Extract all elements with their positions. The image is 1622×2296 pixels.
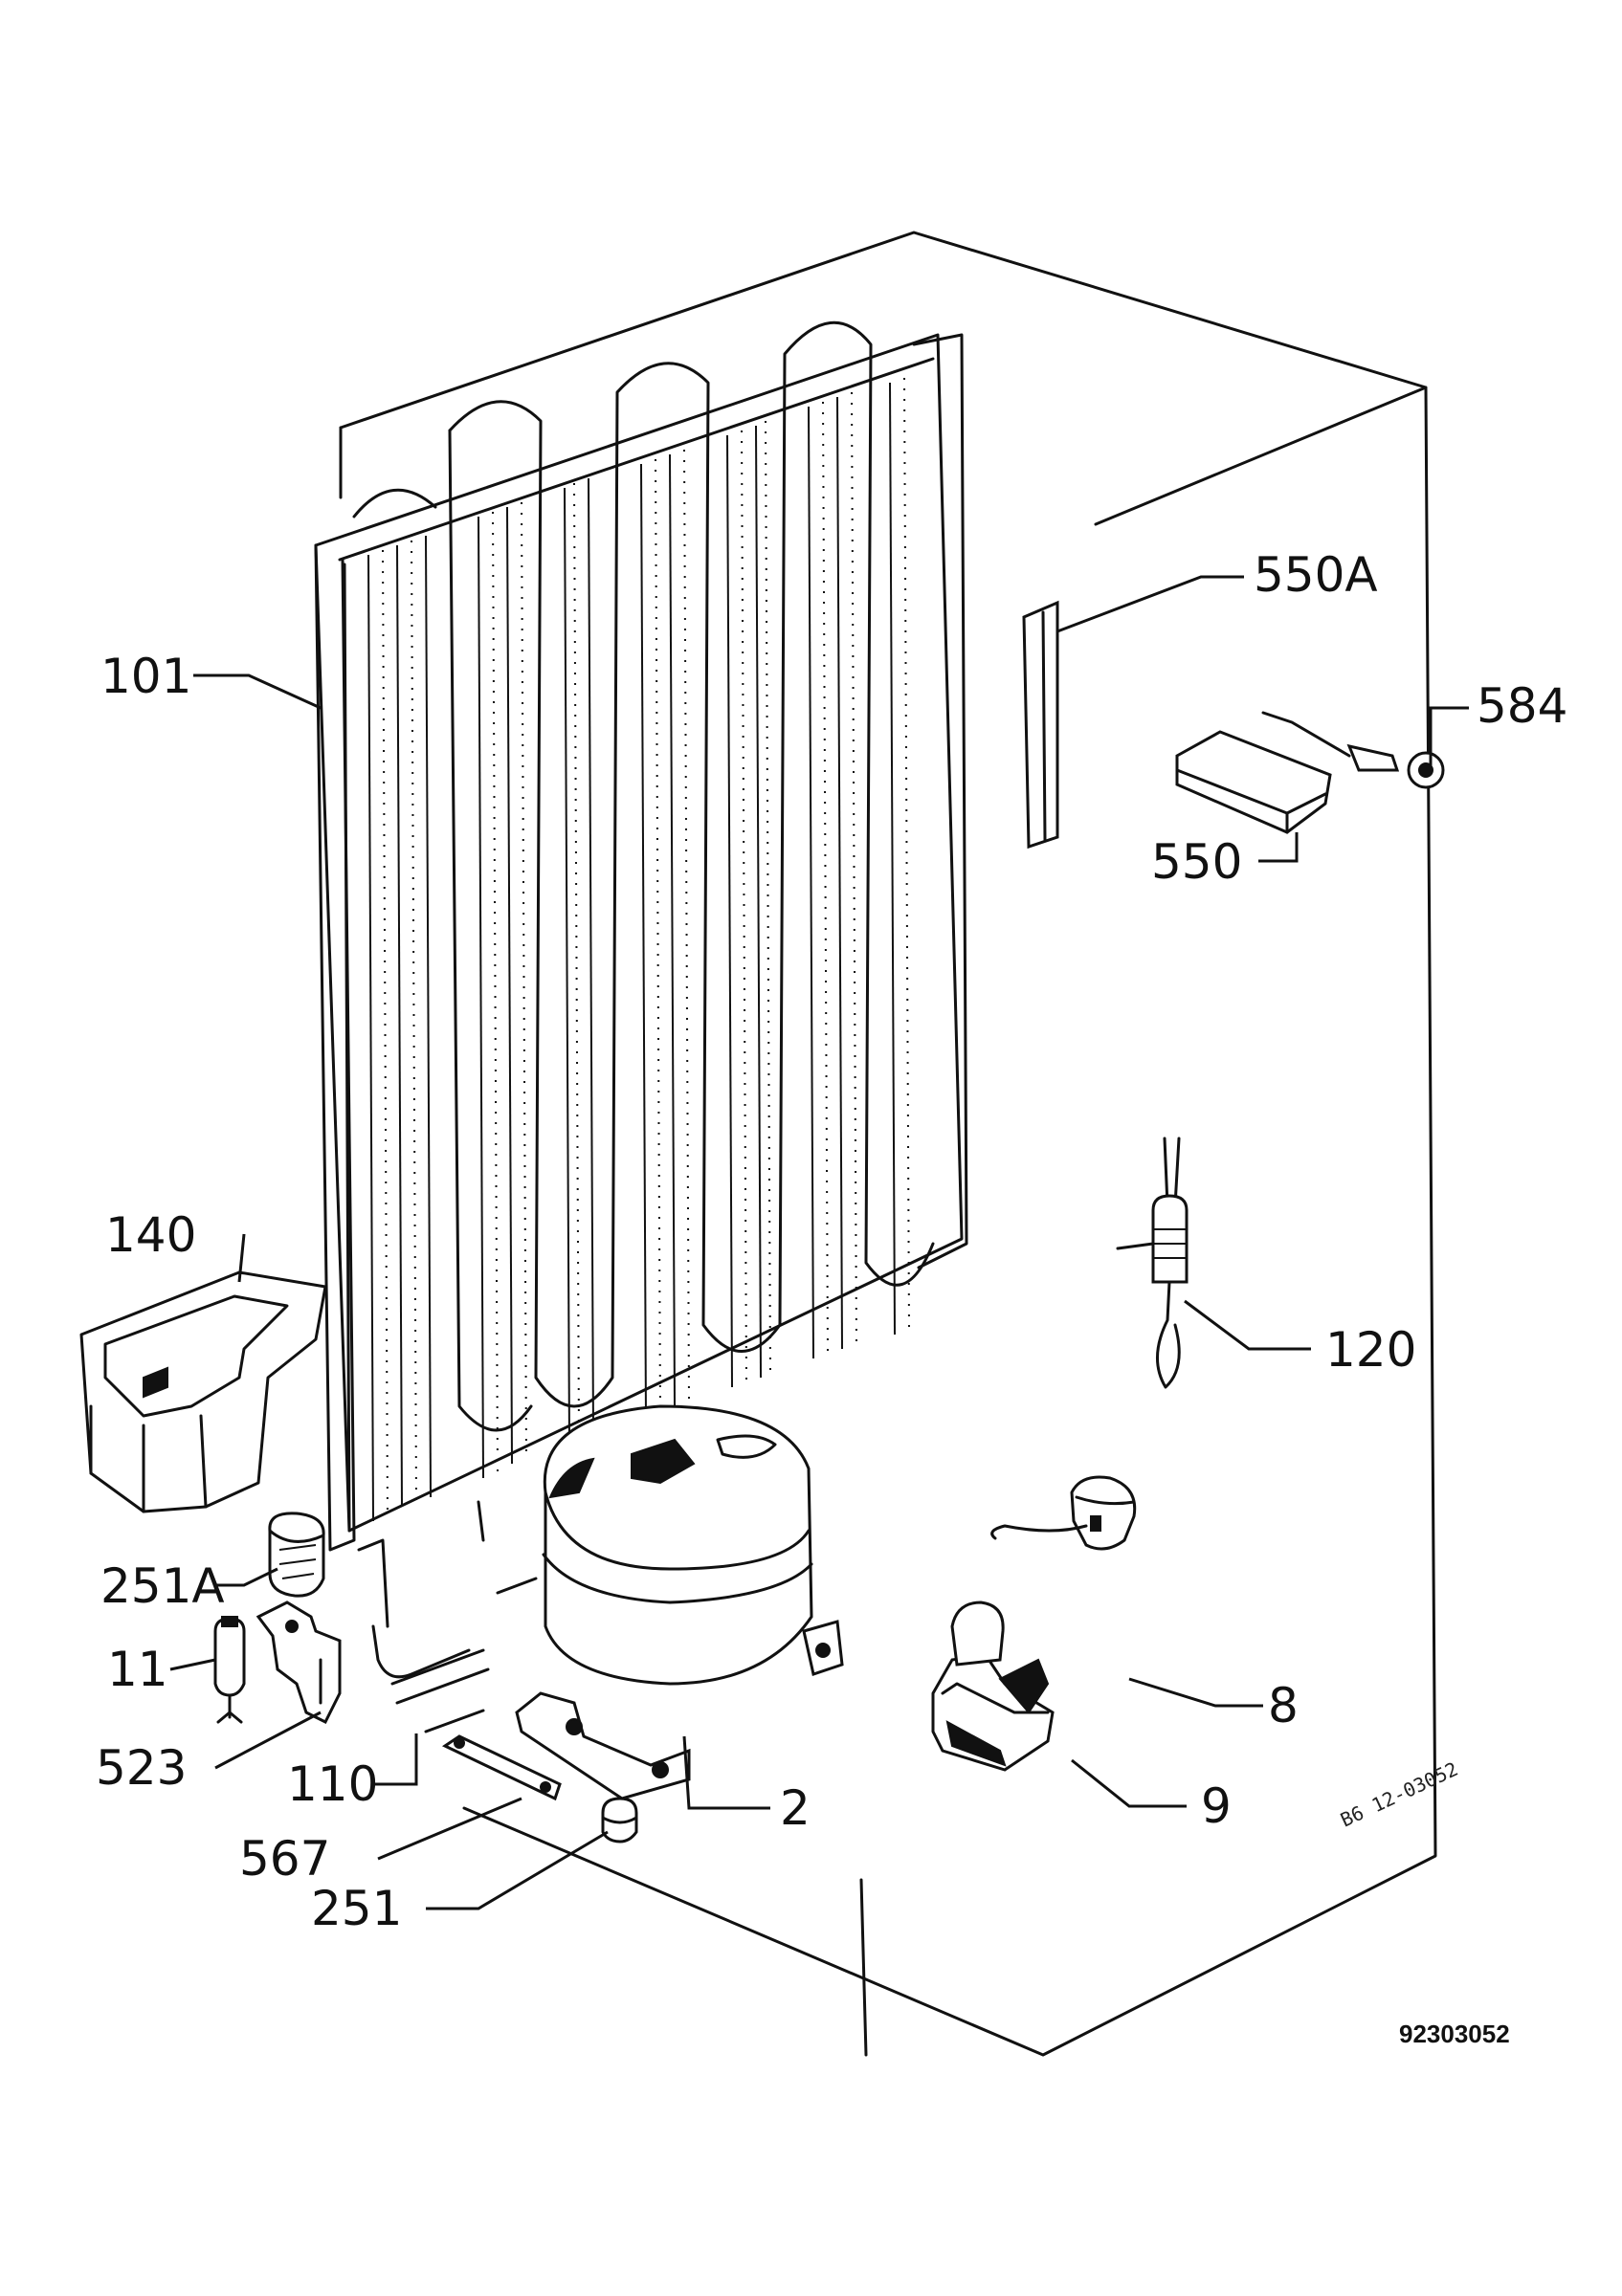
- thermal-protector-8: [990, 1475, 1137, 1551]
- leader-140: [237, 1233, 246, 1283]
- drawing-number: 92303052: [1399, 2020, 1510, 2048]
- compressor-2: [515, 1404, 844, 1800]
- bracket-523: [256, 1601, 342, 1725]
- lamp-584: [1261, 711, 1445, 789]
- grommet-251: [601, 1797, 638, 1843]
- strip-550A: [1022, 600, 1059, 850]
- leader-101: [193, 673, 322, 710]
- part-label-550A: 550A: [1254, 547, 1378, 603]
- part-labels: 101 550A 584 550 140 120 251A 11 8 523 1…: [96, 547, 1567, 1936]
- leader-251A: [215, 1567, 278, 1587]
- leader-584: [1429, 706, 1469, 765]
- leader-110: [373, 1733, 418, 1786]
- leader-9: [1071, 1758, 1187, 1808]
- part-label-251: 251: [311, 1881, 402, 1936]
- plate-567: [441, 1734, 562, 1801]
- part-label-251A: 251A: [100, 1558, 225, 1614]
- part-label-8: 8: [1268, 1678, 1299, 1733]
- part-label-550: 550: [1151, 834, 1242, 890]
- part-label-11: 11: [107, 1642, 168, 1697]
- lamp-holder-550: [1175, 730, 1332, 834]
- part-label-2: 2: [780, 1780, 811, 1836]
- starter-relay-9: [931, 1601, 1055, 1772]
- part-label-584: 584: [1477, 678, 1567, 734]
- part-label-140: 140: [105, 1207, 196, 1263]
- drawing-stamp: B6 12-03052: [1337, 1757, 1461, 1832]
- leader-567: [377, 1797, 522, 1861]
- part-label-567: 567: [239, 1831, 330, 1887]
- leader-120: [1184, 1299, 1311, 1351]
- tube-110: [371, 1577, 538, 1733]
- leader-2: [682, 1735, 770, 1810]
- part-label-120: 120: [1325, 1322, 1416, 1378]
- thermostat-120: [1116, 1137, 1189, 1389]
- capacitor-11: [213, 1616, 246, 1724]
- part-label-101: 101: [100, 649, 191, 704]
- leader-550A: [1056, 575, 1244, 633]
- part-label-523: 523: [96, 1740, 187, 1796]
- drip-tray-140: [79, 1270, 327, 1513]
- part-label-110: 110: [287, 1756, 378, 1812]
- refrigerator-cabinet: [339, 231, 1437, 2057]
- relay-251A: [268, 1512, 325, 1598]
- leader-550: [1258, 832, 1299, 863]
- leader-8: [1128, 1677, 1263, 1708]
- leader-523: [214, 1711, 322, 1770]
- leader-11: [169, 1658, 216, 1671]
- condenser-101: [314, 320, 968, 1628]
- leader-lines: [169, 575, 1469, 1910]
- part-label-9: 9: [1201, 1778, 1232, 1834]
- leader-251: [426, 1830, 609, 1910]
